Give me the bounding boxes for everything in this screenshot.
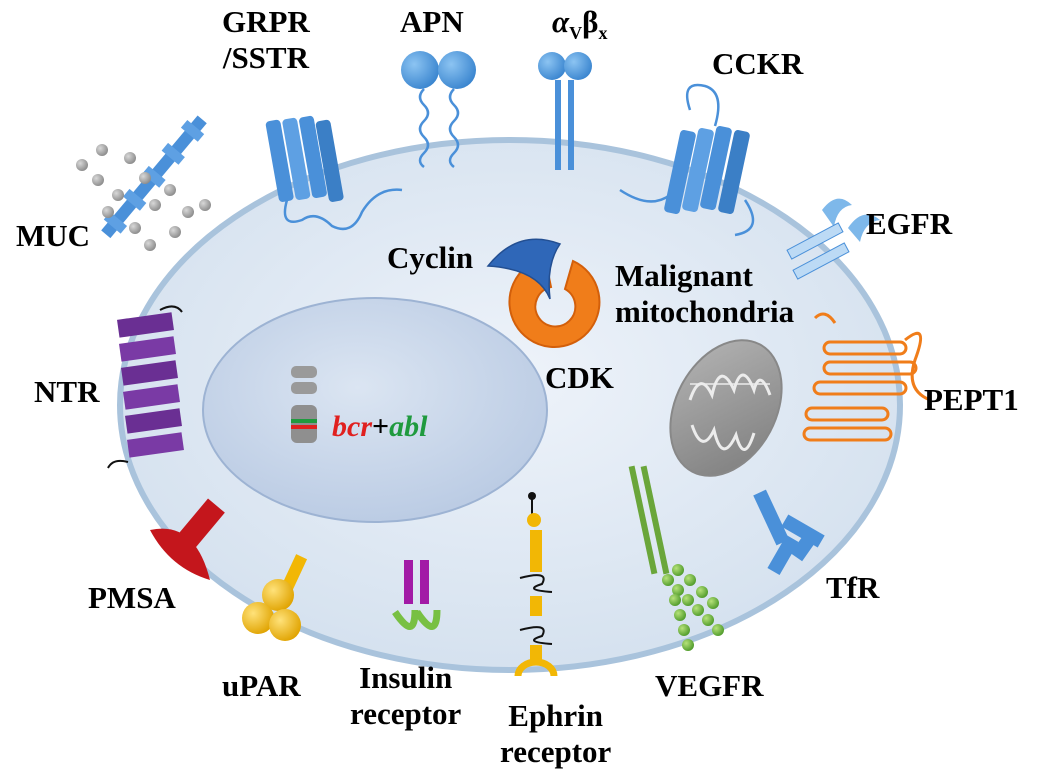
gene-bcr: bcr	[332, 410, 372, 443]
integrin-receptor	[538, 52, 592, 170]
vegfr-receptor	[628, 465, 724, 651]
muc-receptor	[76, 115, 211, 251]
cckr-receptor	[619, 83, 755, 237]
label-bcr-abl: bcr+abl	[332, 410, 427, 444]
gene-plus: +	[372, 410, 390, 443]
label-vegfr: VEGFR	[655, 668, 764, 703]
nucleus	[202, 297, 548, 523]
integrin-alpha: α	[552, 4, 570, 39]
label-cdk: CDK	[545, 360, 614, 395]
cdk-shape	[508, 256, 601, 348]
label-muc: MUC	[16, 218, 91, 253]
chromosome-icon	[291, 366, 317, 443]
gene-abl: abl	[389, 410, 428, 443]
label-ephrin-receptor: Ephrin receptor	[500, 698, 612, 769]
label-ntr: NTR	[34, 374, 100, 409]
upar-receptor	[242, 554, 308, 641]
label-tfr: TfR	[826, 570, 880, 605]
insulin-receptor	[392, 560, 441, 630]
pept1-receptor	[802, 312, 931, 442]
label-pmsa: PMSA	[88, 580, 176, 615]
label-malignant-mitochondria: Malignant mitochondria	[615, 258, 795, 329]
label-pept1: PEPT1	[924, 382, 1019, 417]
label-insulin-receptor: Insulin receptor	[350, 660, 462, 731]
apn-receptor	[401, 51, 476, 168]
tfr-receptor	[753, 489, 825, 575]
label-egfr: EGFR	[866, 206, 953, 241]
label-apn: APN	[400, 4, 464, 39]
grpr-sstr-receptor	[265, 115, 403, 231]
label-cckr: CCKR	[712, 46, 804, 81]
label-cyclin: Cyclin	[387, 240, 474, 275]
pmsa-receptor	[150, 498, 225, 580]
ephrin-receptor	[514, 492, 558, 677]
mitochondria-icon	[669, 339, 783, 477]
egfr-receptor	[786, 198, 880, 280]
integrin-beta: β	[582, 4, 599, 39]
ntr-receptor	[107, 305, 184, 469]
label-upar: uPAR	[222, 668, 301, 703]
integrin-alpha-sub: V	[569, 23, 583, 44]
label-grpr-sstr: GRPR /SSTR	[222, 4, 310, 75]
integrin-beta-sub: x	[598, 23, 608, 44]
label-integrin: αVβx	[552, 4, 608, 44]
cyclin-shape	[486, 238, 562, 300]
